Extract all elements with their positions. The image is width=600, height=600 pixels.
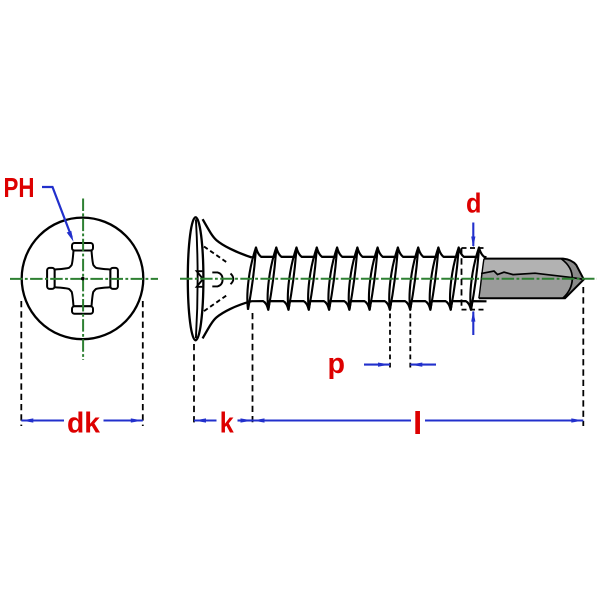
svg-text:k: k: [220, 407, 235, 439]
svg-text:l: l: [414, 406, 422, 441]
svg-text:PH: PH: [4, 172, 35, 203]
svg-text:dk: dk: [67, 407, 101, 439]
svg-text:p: p: [328, 348, 346, 380]
svg-text:d: d: [466, 188, 482, 219]
